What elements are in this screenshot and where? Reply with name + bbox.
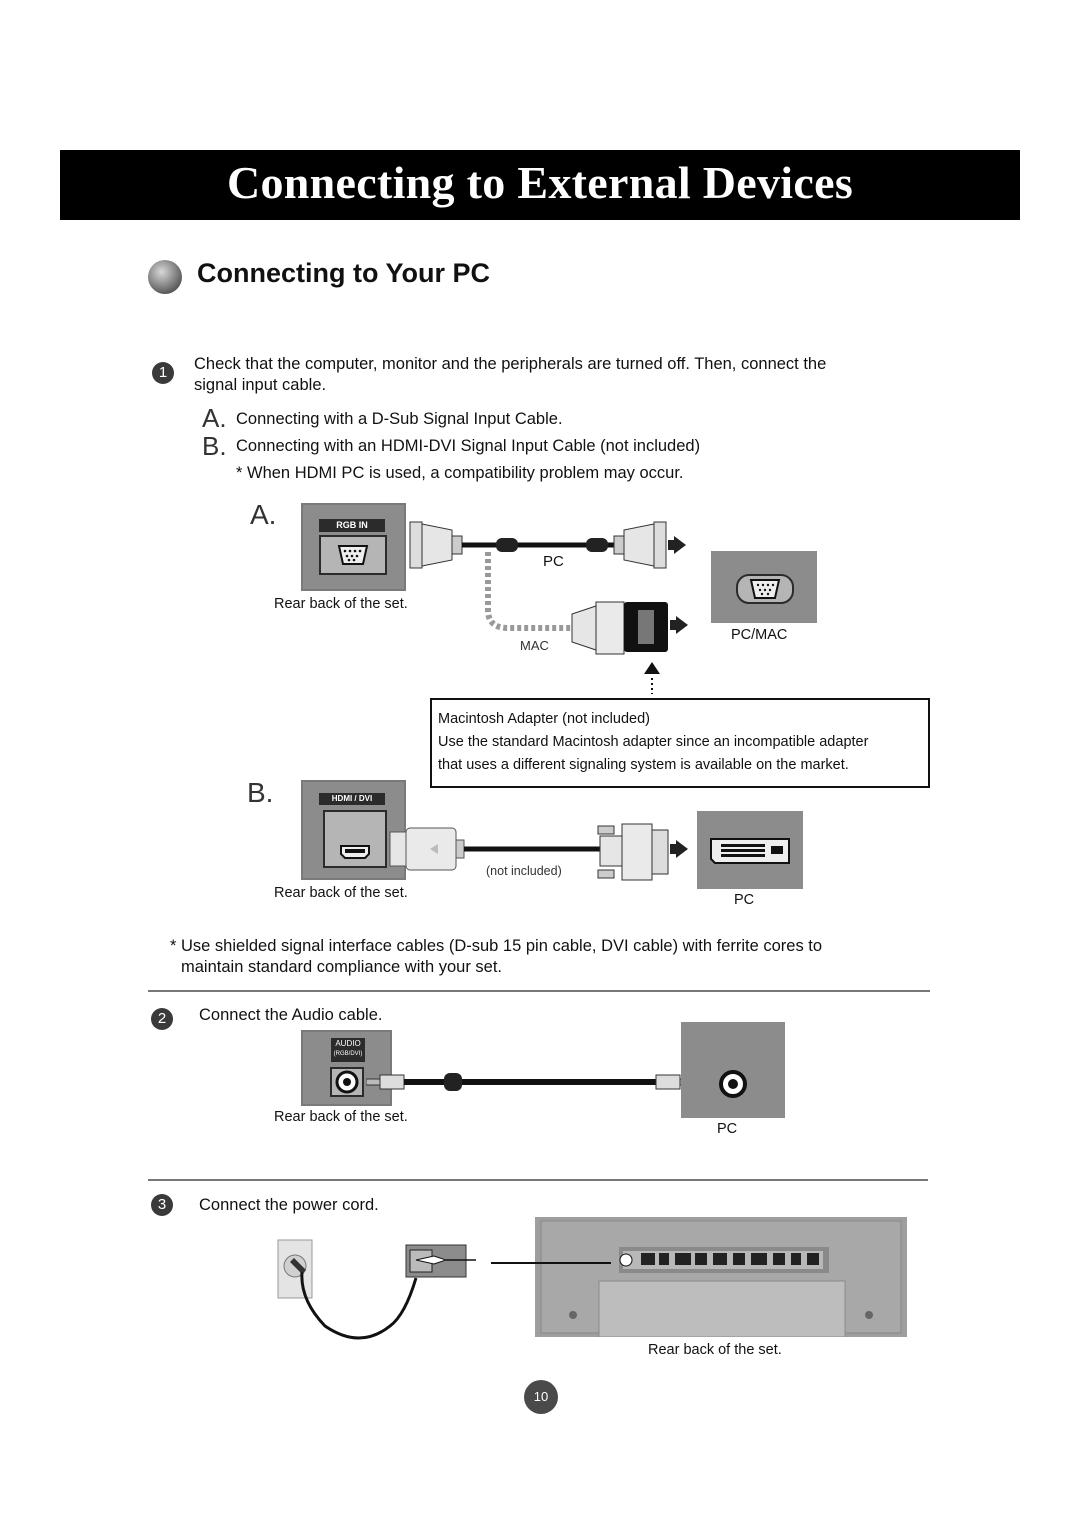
monitor-rear-illustration <box>535 1217 907 1338</box>
option-b-letter: B. <box>202 431 227 461</box>
pc-mac-panel <box>711 551 817 623</box>
pc-cable-label: PC <box>543 553 564 570</box>
hdmi-dvi-label: HDMI / DVI <box>319 793 385 805</box>
hdmi-dvi-panel: HDMI / DVI <box>301 780 406 880</box>
diagram-b-rear-caption: Rear back of the set. <box>274 885 408 901</box>
step-1-number: 1 <box>152 362 174 384</box>
step-3-number: 3 <box>151 1194 173 1216</box>
audio-panel: AUDIO (RGB/DVI) <box>301 1030 392 1106</box>
dsub-cable-illustration <box>409 521 688 655</box>
option-a-letter: A. <box>202 403 227 433</box>
mac-cable-label: MAC <box>520 638 549 653</box>
step-2-text: Connect the Audio cable. <box>199 1006 383 1024</box>
step-1-text-line2: signal input cable. <box>194 376 327 394</box>
vga-port-icon <box>337 545 369 565</box>
divider-1 <box>148 990 930 992</box>
arrow-up-icon <box>644 662 660 694</box>
audio-cable-illustration <box>366 1073 695 1091</box>
power-cord-illustration <box>277 1239 476 1340</box>
audio-pc-label: PC <box>717 1121 738 1137</box>
divider-2 <box>148 1179 928 1181</box>
diagram-a-letter: A. <box>250 499 277 530</box>
rgb-port-frame <box>319 535 387 575</box>
power-connection-line <box>491 1262 611 1264</box>
step-3-text: Connect the power cord. <box>199 1196 379 1214</box>
hdmi-port-icon <box>340 845 370 859</box>
audio-label-line1: AUDIO <box>335 1039 361 1048</box>
vga-port-icon <box>736 574 794 604</box>
hdmi-dvi-cable-illustration <box>389 823 688 881</box>
option-a-text: Connecting with a D-Sub Signal Input Cab… <box>236 410 563 428</box>
audio-label-line2: (RGB/DVI) <box>333 1051 363 1057</box>
mac-note-line2: Use the standard Macintosh adapter since… <box>438 734 869 750</box>
option-b-text: Connecting with an HDMI-DVI Signal Input… <box>236 437 701 455</box>
diagram-a-rear-caption: Rear back of the set. <box>274 596 408 612</box>
hdmi-port-frame <box>323 810 387 868</box>
mac-note-line1: Macintosh Adapter (not included) <box>438 711 650 727</box>
shield-note-line1: * Use shielded signal interface cables (… <box>170 937 823 955</box>
audio-jack-icon <box>330 1067 364 1097</box>
shield-note-line2: maintain standard compliance with your s… <box>181 958 502 976</box>
diagram-b-letter: B. <box>247 777 274 808</box>
pc-mac-label: PC/MAC <box>731 627 788 643</box>
hdmi-compat-note: * When HDMI PC is used, a compatibility … <box>236 464 684 482</box>
section-bullet-icon <box>148 260 182 294</box>
pc-audio-panel <box>681 1022 785 1118</box>
section-title: Connecting to Your PC <box>197 258 490 288</box>
page-number: 10 <box>524 1380 558 1414</box>
step-2-number: 2 <box>151 1008 173 1030</box>
audio-rear-caption: Rear back of the set. <box>274 1109 408 1125</box>
page-title: Connecting to External Devices <box>226 157 854 208</box>
rgb-in-label: RGB IN <box>319 519 385 532</box>
mac-note-line3: that uses a different signaling system i… <box>438 757 849 773</box>
power-rear-caption: Rear back of the set. <box>648 1342 782 1358</box>
dvi-port-icon <box>710 838 790 864</box>
step-1-text-line1: Check that the computer, monitor and the… <box>194 355 827 373</box>
audio-port-label: AUDIO (RGB/DVI) <box>331 1038 365 1062</box>
diagram-b-pc-label: PC <box>734 892 755 908</box>
monitor-rear-ports <box>540 1220 902 1338</box>
hdmi-cable-not-included: (not included) <box>486 864 562 878</box>
dvi-pc-panel <box>697 811 803 889</box>
macintosh-adapter-note: Macintosh Adapter (not included) Use the… <box>430 698 930 788</box>
header-banner: Connecting to External Devices <box>60 150 1020 220</box>
audio-jack-icon <box>719 1070 747 1098</box>
rgb-in-panel: RGB IN <box>301 503 406 591</box>
